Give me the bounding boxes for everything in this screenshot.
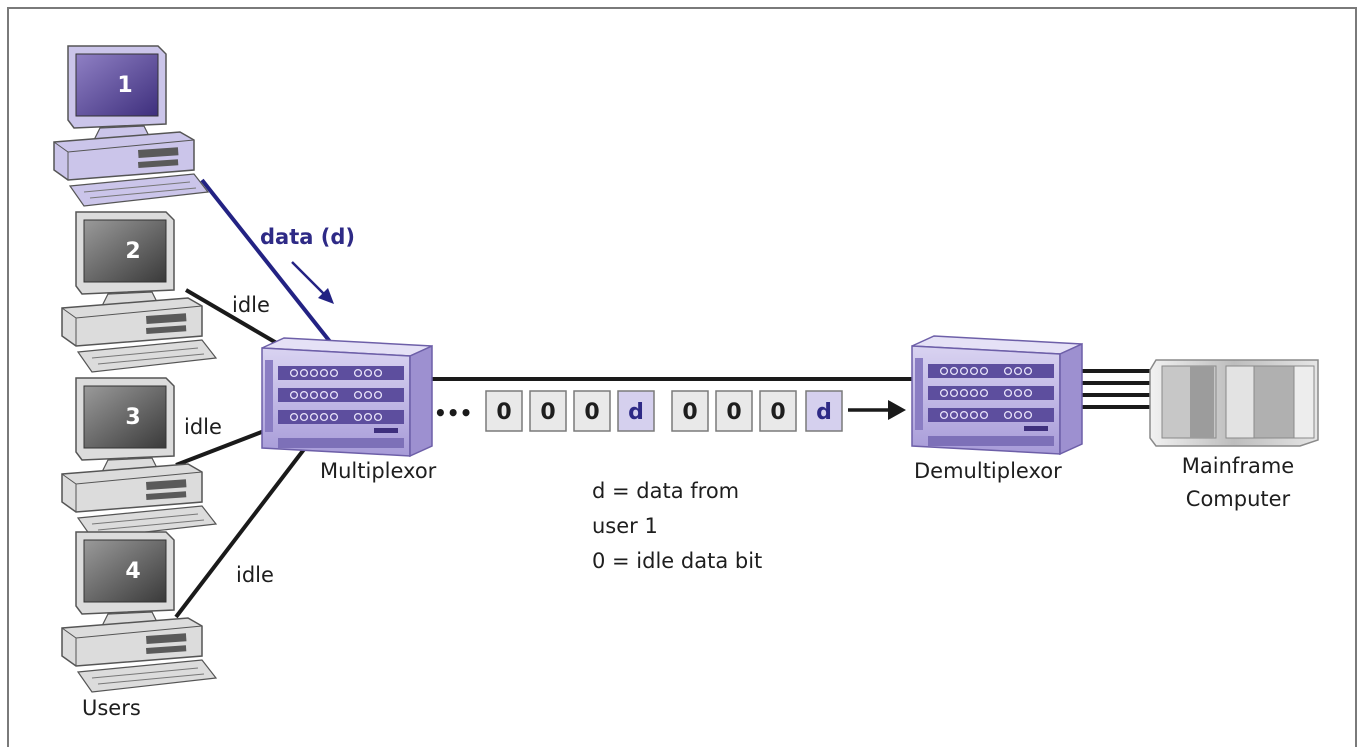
user-number-2: 2 bbox=[125, 239, 140, 264]
bit-stream: 0 0 0 d 0 0 0 d bbox=[485, 390, 843, 432]
mainframe-label-line-1: Mainframe bbox=[1182, 454, 1294, 478]
mainframe-label-line-2: Computer bbox=[1186, 487, 1291, 511]
user-1-data-link bbox=[200, 178, 337, 350]
legend-line-3: 0 = idle data bit bbox=[592, 549, 762, 573]
mainframe-computer bbox=[1149, 359, 1319, 447]
idle-label-user-4: idle bbox=[236, 563, 274, 587]
data-line-label: data (d) bbox=[260, 225, 355, 249]
stream-bit-value: 0 bbox=[496, 400, 511, 425]
stream-bit-value: 0 bbox=[726, 400, 741, 425]
user-number-3: 3 bbox=[125, 405, 140, 430]
user-2-idle-link bbox=[184, 288, 282, 347]
user-number-4: 4 bbox=[125, 559, 140, 584]
stream-bit-8: d bbox=[805, 390, 843, 432]
user-computer-3: 3 bbox=[61, 377, 217, 539]
stream-ellipsis: ••• bbox=[434, 401, 472, 425]
data-direction-arrow bbox=[291, 261, 334, 304]
legend-line-1: d = data from bbox=[592, 479, 739, 503]
idle-label-user-2: idle bbox=[232, 293, 270, 317]
multiplexor-device bbox=[261, 337, 433, 457]
demux-to-mainframe-links bbox=[1082, 369, 1160, 409]
stream-bit-value: d bbox=[816, 400, 832, 425]
user-computer-1: 1 bbox=[53, 45, 209, 207]
stream-bit-value: 0 bbox=[770, 400, 785, 425]
stream-bit-5: 0 bbox=[671, 390, 709, 432]
demultiplexor-label: Demultiplexor bbox=[914, 459, 1062, 483]
stream-bit-value: d bbox=[628, 400, 644, 425]
demultiplexor-device bbox=[911, 335, 1083, 455]
stream-bit-6: 0 bbox=[715, 390, 753, 432]
user-3-idle-link bbox=[175, 426, 273, 467]
user-computer-2: 2 bbox=[61, 211, 217, 373]
stream-bit-1: 0 bbox=[485, 390, 523, 432]
users-label: Users bbox=[82, 696, 141, 720]
stream-bit-2: 0 bbox=[529, 390, 567, 432]
user-4-idle-link bbox=[174, 446, 307, 619]
stream-bit-4: d bbox=[617, 390, 655, 432]
multiplexor-label: Multiplexor bbox=[320, 459, 437, 483]
idle-label-user-3: idle bbox=[184, 415, 222, 439]
stream-arrow bbox=[848, 400, 906, 420]
legend-line-2: user 1 bbox=[592, 514, 658, 538]
stream-bit-3: 0 bbox=[573, 390, 611, 432]
user-computer-4: 4 bbox=[61, 531, 217, 693]
stream-bit-value: 0 bbox=[682, 400, 697, 425]
user-number-1: 1 bbox=[117, 73, 132, 98]
stream-bit-value: 0 bbox=[540, 400, 555, 425]
stream-bit-7: 0 bbox=[759, 390, 797, 432]
stream-bit-value: 0 bbox=[584, 400, 599, 425]
